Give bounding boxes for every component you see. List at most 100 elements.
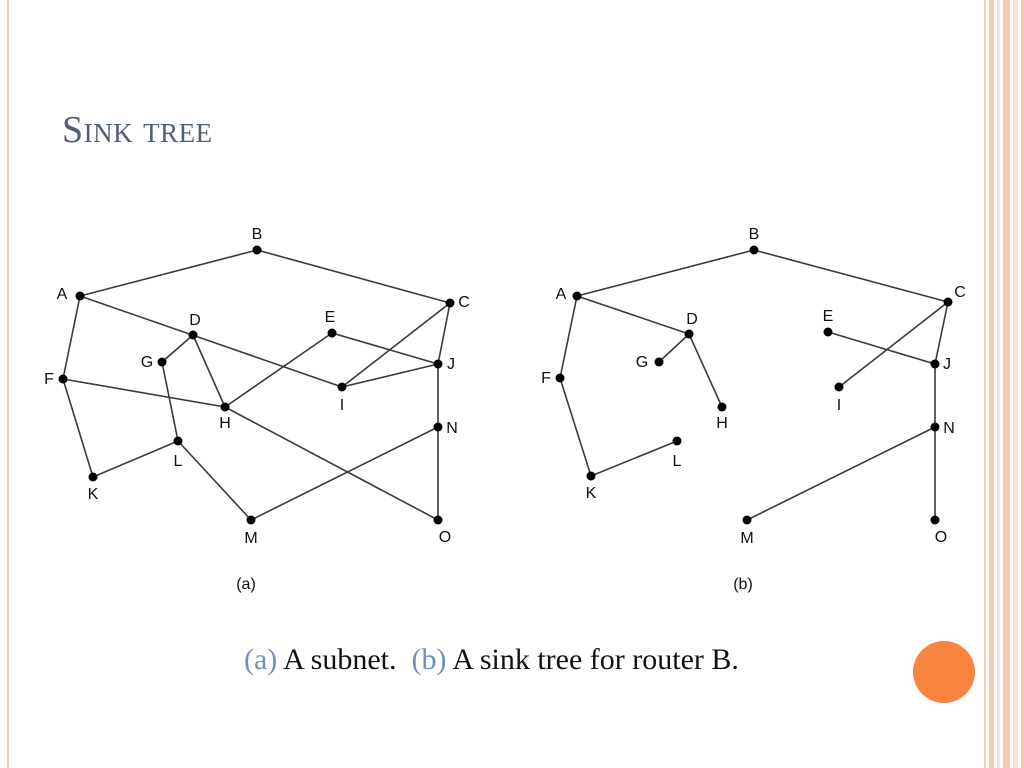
node-B (749, 245, 759, 255)
node-label-I: I (340, 397, 344, 414)
node-label-D: D (686, 311, 698, 328)
node-label-H: H (716, 415, 728, 432)
node-label-O: O (439, 529, 451, 546)
diagram-label-a: (a) (236, 576, 256, 593)
node-label-C: C (954, 284, 966, 301)
node-label-A: A (556, 286, 567, 303)
node-label-E: E (325, 309, 336, 326)
node-I (834, 382, 844, 392)
node-I (337, 382, 347, 392)
node-label-J: J (943, 356, 951, 373)
edge-B-C (256, 249, 451, 304)
edge-D-H (192, 334, 226, 408)
node-C (943, 297, 953, 307)
node-K (88, 472, 98, 482)
node-G (654, 357, 664, 367)
node-O (433, 515, 443, 525)
node-label-B: B (252, 226, 263, 243)
node-F (555, 373, 565, 383)
edge-E-J (827, 331, 936, 365)
node-label-F: F (541, 370, 551, 387)
orange-accent-dot (913, 641, 975, 703)
right-decorative-stripes (980, 0, 1024, 768)
edge-D-G (658, 333, 690, 363)
node-C (445, 298, 455, 308)
edge-M-N (250, 426, 439, 521)
node-K (586, 471, 596, 481)
caption-a-text: A subnet. (277, 643, 397, 676)
edge-C-I (838, 301, 949, 388)
node-label-D: D (189, 312, 201, 329)
edge-F-H (62, 378, 226, 408)
caption-b-tag: (b) (411, 643, 447, 676)
edge-I-C (341, 302, 451, 388)
node-D (188, 330, 198, 340)
edge-C-J (437, 302, 451, 365)
edge-A-F (62, 295, 81, 380)
node-A (75, 291, 85, 301)
node-N (433, 422, 443, 432)
edge-D-H (688, 333, 723, 408)
edge-K-L (590, 440, 678, 477)
edge-G-D (161, 334, 194, 363)
node-label-K: K (88, 486, 99, 503)
edge-I-J (341, 363, 439, 388)
node-H (220, 402, 230, 412)
node-H (717, 402, 727, 412)
edge-F-K (62, 378, 94, 478)
diagram-label-b: (b) (733, 576, 753, 593)
node-B (252, 245, 262, 255)
edge-A-B (79, 249, 258, 297)
node-label-E: E (823, 308, 834, 325)
node-label-M: M (244, 530, 257, 547)
node-D (684, 329, 694, 339)
edge-N-M (746, 426, 936, 521)
node-L (173, 436, 183, 446)
node-M (742, 515, 752, 525)
node-label-K: K (586, 485, 597, 502)
left-border-rule (7, 0, 9, 768)
caption-b-text: A sink tree for router B. (446, 643, 739, 676)
edge-E-J (331, 332, 439, 365)
node-N (930, 422, 940, 432)
figure-caption: (a) A subnet. (b) A sink tree for router… (244, 643, 739, 677)
node-label-L: L (673, 453, 682, 470)
node-label-J: J (447, 356, 455, 373)
node-E (823, 327, 833, 337)
edge-B-C (753, 249, 949, 303)
edge-H-E (224, 332, 333, 408)
node-label-F: F (44, 371, 54, 388)
edge-A-I (79, 295, 343, 388)
node-label-L: L (174, 453, 183, 470)
node-F (58, 374, 68, 384)
edge-K-L (92, 440, 179, 478)
node-label-O: O (935, 529, 947, 546)
subnet-diagram: A B C D E F G H I J K L M N O (a) (44, 226, 470, 593)
node-label-N: N (446, 420, 458, 437)
edge-L-M (177, 440, 252, 521)
edge-B-A (576, 249, 755, 297)
node-J (433, 359, 443, 369)
edge-F-K (559, 377, 592, 477)
node-label-C: C (458, 294, 470, 311)
node-label-A: A (57, 286, 68, 303)
node-M (246, 515, 256, 525)
node-label-N: N (943, 420, 955, 437)
edge-A-F (559, 295, 578, 379)
node-A (572, 291, 582, 301)
edge-C-J (934, 301, 949, 365)
edge-L-G (161, 361, 179, 442)
node-G (157, 357, 167, 367)
node-J (930, 359, 940, 369)
node-label-G: G (141, 354, 153, 371)
node-label-B: B (749, 226, 760, 243)
slide-title: Sink tree (62, 109, 213, 151)
node-label-H: H (219, 415, 231, 432)
edge-A-D (576, 295, 690, 335)
node-L (672, 436, 682, 446)
edge-H-O (224, 406, 439, 521)
node-label-M: M (740, 530, 753, 547)
node-label-I: I (837, 397, 841, 414)
